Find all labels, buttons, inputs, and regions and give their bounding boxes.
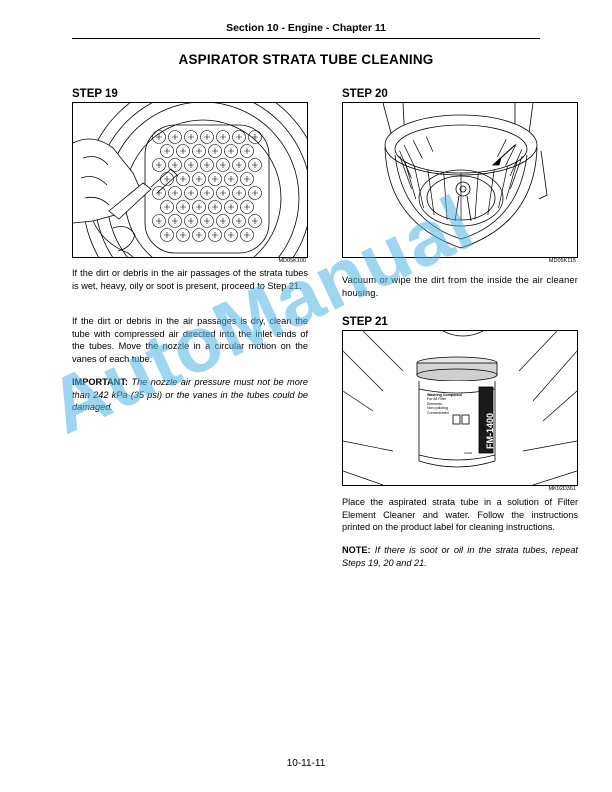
step-20-paragraph: Vacuum or wipe the dirt from the inside … bbox=[342, 275, 578, 298]
jar-label-line: For All Filter bbox=[427, 397, 447, 402]
step-19-paragraph-2: If the dirt or debris in the air passage… bbox=[72, 316, 308, 364]
jar-label-title: Washing Compound bbox=[427, 393, 462, 397]
page-title: ASPIRATOR STRATA TUBE CLEANING bbox=[178, 52, 434, 67]
page-number: 10-11-11 bbox=[286, 758, 326, 769]
jar-label-line: Non polluting bbox=[427, 406, 448, 411]
step-21-figure: Washing Compound For All Filter Elements… bbox=[342, 330, 578, 486]
jar-label: Washing Compound For All Filter Elements… bbox=[427, 393, 479, 415]
step-19-figure bbox=[72, 102, 308, 258]
air-cleaner-housing-illustration bbox=[382, 103, 548, 249]
note-label: NOTE: bbox=[342, 545, 371, 555]
note-text: If there is soot or oil in the strata tu… bbox=[342, 545, 578, 568]
header-rule bbox=[72, 38, 540, 39]
cleaner-container-illustration bbox=[343, 331, 577, 485]
jar-product-name: FM-1400 bbox=[485, 412, 495, 449]
important-text: The nozzle air pressure must not be more… bbox=[72, 377, 308, 412]
step-20-heading: STEP 20 bbox=[342, 88, 388, 100]
step-19-figure-code: MD05K100 bbox=[278, 258, 306, 264]
section-header: Section 10 - Engine - Chapter 11 bbox=[226, 22, 386, 34]
step-21-figure-code: MK02D361 bbox=[548, 486, 576, 492]
step-21-heading: STEP 21 bbox=[342, 316, 388, 328]
jar-label-line: Concentrated bbox=[427, 410, 449, 415]
step-21-paragraph: Place the aspirated strata tube in a sol… bbox=[342, 497, 578, 532]
strata-tube-nozzle-illustration bbox=[73, 103, 307, 257]
step-19-important-note: IMPORTANT: The nozzle air pressure must … bbox=[72, 376, 308, 414]
jar-label-line: Elements bbox=[427, 401, 442, 406]
step-19-paragraph-1: If the dirt or debris in the air passage… bbox=[72, 268, 308, 291]
step-20-figure bbox=[342, 102, 578, 258]
important-label: IMPORTANT: bbox=[72, 377, 128, 387]
step-19-heading: STEP 19 bbox=[72, 88, 118, 100]
step-21-note: NOTE: If there is soot or oil in the str… bbox=[342, 544, 578, 569]
jar-brand-mark: CASE bbox=[464, 451, 473, 455]
step-20-figure-code: MD05K115 bbox=[548, 258, 576, 264]
